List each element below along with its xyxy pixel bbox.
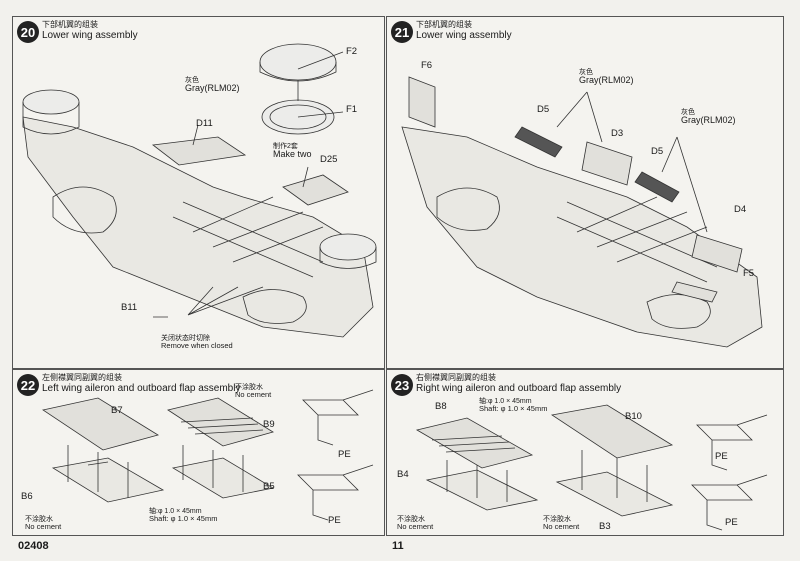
part-label-b8: B8 xyxy=(435,401,447,412)
part-label-d11: D11 xyxy=(196,118,213,129)
part-label-d25: D25 xyxy=(320,154,338,165)
part-label-d3: D3 xyxy=(611,128,624,139)
step-20-drawing xyxy=(22,43,377,338)
part-label-b6: B6 xyxy=(21,491,33,502)
step-title-en: Left wing aileron and outboard flap asse… xyxy=(42,382,241,394)
step-title-cn: 下部机翼的组装 xyxy=(42,20,98,29)
step-21-header: 21 下部机翼的组装 Lower wing assembly xyxy=(391,20,512,43)
step-title-cn: 右侧襟翼同副翼的组装 xyxy=(416,373,496,382)
part-label-d4: D4 xyxy=(734,204,747,215)
part-label-f5: F5 xyxy=(743,268,755,279)
step-22-header: 22 左侧襟翼同副翼的组装 Left wing aileron and outb… xyxy=(17,373,241,396)
step-number-badge: 22 xyxy=(17,374,39,396)
step-20-header: 20 下部机翼的组装 Lower wing assembly xyxy=(17,20,138,43)
step-number-badge: 20 xyxy=(17,21,39,43)
part-label-pe-2: PE xyxy=(328,515,341,526)
page-number: 11 xyxy=(392,540,404,552)
part-label-b11: B11 xyxy=(121,302,138,313)
step-23-panel: 23 右侧襟翼同副翼的组装 Right wing aileron and out… xyxy=(386,369,784,536)
step-title-en: Lower wing assembly xyxy=(42,29,138,41)
part-label-f6: F6 xyxy=(421,60,433,71)
step-title-cn: 左侧襟翼同副翼的组装 xyxy=(42,373,122,382)
part-label-b9: B9 xyxy=(263,419,275,430)
part-label-b10: B10 xyxy=(625,411,642,422)
part-label-d5-b: D5 xyxy=(651,146,664,157)
part-label-f1: F1 xyxy=(346,104,358,115)
step-number-badge: 23 xyxy=(391,374,413,396)
part-label-pe-2: PE xyxy=(725,517,738,528)
step-title-cn: 下部机翼的组装 xyxy=(416,20,472,29)
part-label-b3: B3 xyxy=(599,521,611,532)
step-21-drawing xyxy=(401,76,763,348)
step-22-panel: 22 左侧襟翼同副翼的组装 Left wing aileron and outb… xyxy=(12,369,385,536)
product-code: 02408 xyxy=(18,540,49,552)
part-label-b5: B5 xyxy=(263,481,275,492)
part-label-b7: B7 xyxy=(111,405,123,416)
part-label-b4: B4 xyxy=(397,469,409,480)
step-title-en: Right wing aileron and outboard flap ass… xyxy=(416,382,622,394)
part-label-pe-1: PE xyxy=(338,449,351,460)
part-label-pe-1: PE xyxy=(715,451,728,462)
part-label-d5-a: D5 xyxy=(537,104,550,115)
part-label-f2: F2 xyxy=(346,46,358,57)
step-22-drawing xyxy=(41,389,374,521)
step-23-drawing xyxy=(415,404,768,531)
step-23-header: 23 右侧襟翼同副翼的组装 Right wing aileron and out… xyxy=(391,373,622,396)
step-title-en: Lower wing assembly xyxy=(416,29,512,41)
step-number-badge: 21 xyxy=(391,21,413,43)
